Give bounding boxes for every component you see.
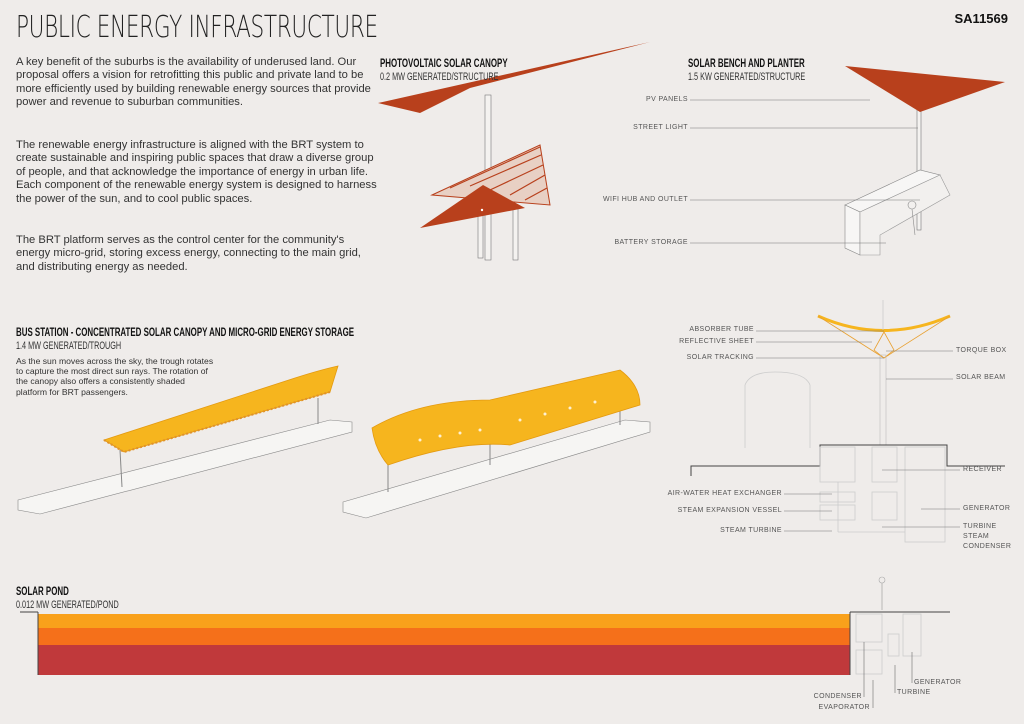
label-torque-box: TORQUE BOX xyxy=(956,347,1007,354)
intro-paragraph-1: A key benefit of the suburbs is the avai… xyxy=(16,56,371,109)
solar-pond-drawing xyxy=(20,576,950,708)
page-title: PUBLIC ENERGY INFRASTRUCTURE xyxy=(16,10,378,45)
label-steam-turbine: STEAM TURBINE xyxy=(720,527,782,534)
pv-canopy-title: PHOTOVOLTAIC SOLAR CANOPY xyxy=(380,56,508,70)
bench-sub: 1.5 KW GENERATED/STRUCTURE xyxy=(688,71,806,83)
label-generator: GENERATOR xyxy=(963,505,1011,512)
project-code: SA11569 xyxy=(954,11,1009,26)
bus-station-text: As the sun moves across the sky, the tro… xyxy=(16,356,214,397)
solar-bench-drawing xyxy=(844,66,1005,256)
trough-section-drawing xyxy=(690,300,1005,543)
label-solar-tracking: SOLAR TRACKING xyxy=(686,354,754,361)
bus-station-sub: 1.4 MW GENERATED/TROUGH xyxy=(16,340,122,352)
pond-label-condenser: CONDENSER xyxy=(813,693,862,700)
intro-paragraph-3: The BRT platform serves as the control c… xyxy=(16,234,361,273)
solar-pond-title: SOLAR POND xyxy=(16,584,69,598)
pond-label-turbine: TURBINE xyxy=(897,689,931,696)
label-expansion-vessel: STEAM EXPANSION VESSEL xyxy=(677,507,782,514)
bus-station-drawing-1 xyxy=(17,365,353,515)
label-solar-beam: SOLAR BEAM xyxy=(956,374,1006,381)
bus-station-drawing-2 xyxy=(342,369,651,519)
bench-leaders xyxy=(690,99,920,244)
label-steam: STEAM xyxy=(963,533,990,540)
label-battery-storage: BATTERY STORAGE xyxy=(614,239,688,246)
trough-leaders xyxy=(756,330,960,532)
label-heat-exchanger: AIR-WATER HEAT EXCHANGER xyxy=(667,490,782,497)
label-receiver: RECEIVER xyxy=(963,466,1002,473)
pond-label-generator: GENERATOR xyxy=(914,679,962,686)
label-reflective-sheet: REFLECTIVE SHEET xyxy=(679,338,754,345)
label-wifi-hub: WIFI HUB AND OUTLET xyxy=(603,196,688,203)
pv-canopy-sub: 0.2 MW GENERATED/STRUCTURE xyxy=(380,71,499,83)
pv-canopy-drawing xyxy=(378,42,650,261)
label-street-light: STREET LIGHT xyxy=(633,124,688,131)
label-absorber-tube: ABSORBER TUBE xyxy=(689,326,754,333)
intro-paragraph-2: The renewable energy infrastructure is a… xyxy=(16,139,377,205)
label-condenser: CONDENSER xyxy=(963,543,1012,550)
label-pv-panels: PV PANELS xyxy=(646,96,688,103)
bus-station-title: BUS STATION - CONCENTRATED SOLAR CANOPY … xyxy=(16,325,355,339)
bench-title: SOLAR BENCH AND PLANTER xyxy=(688,56,805,70)
pond-label-evaporator: EVAPORATOR xyxy=(818,704,870,711)
solar-pond-sub: 0.012 MW GENERATED/POND xyxy=(16,599,119,611)
label-turbine: TURBINE xyxy=(963,523,997,530)
